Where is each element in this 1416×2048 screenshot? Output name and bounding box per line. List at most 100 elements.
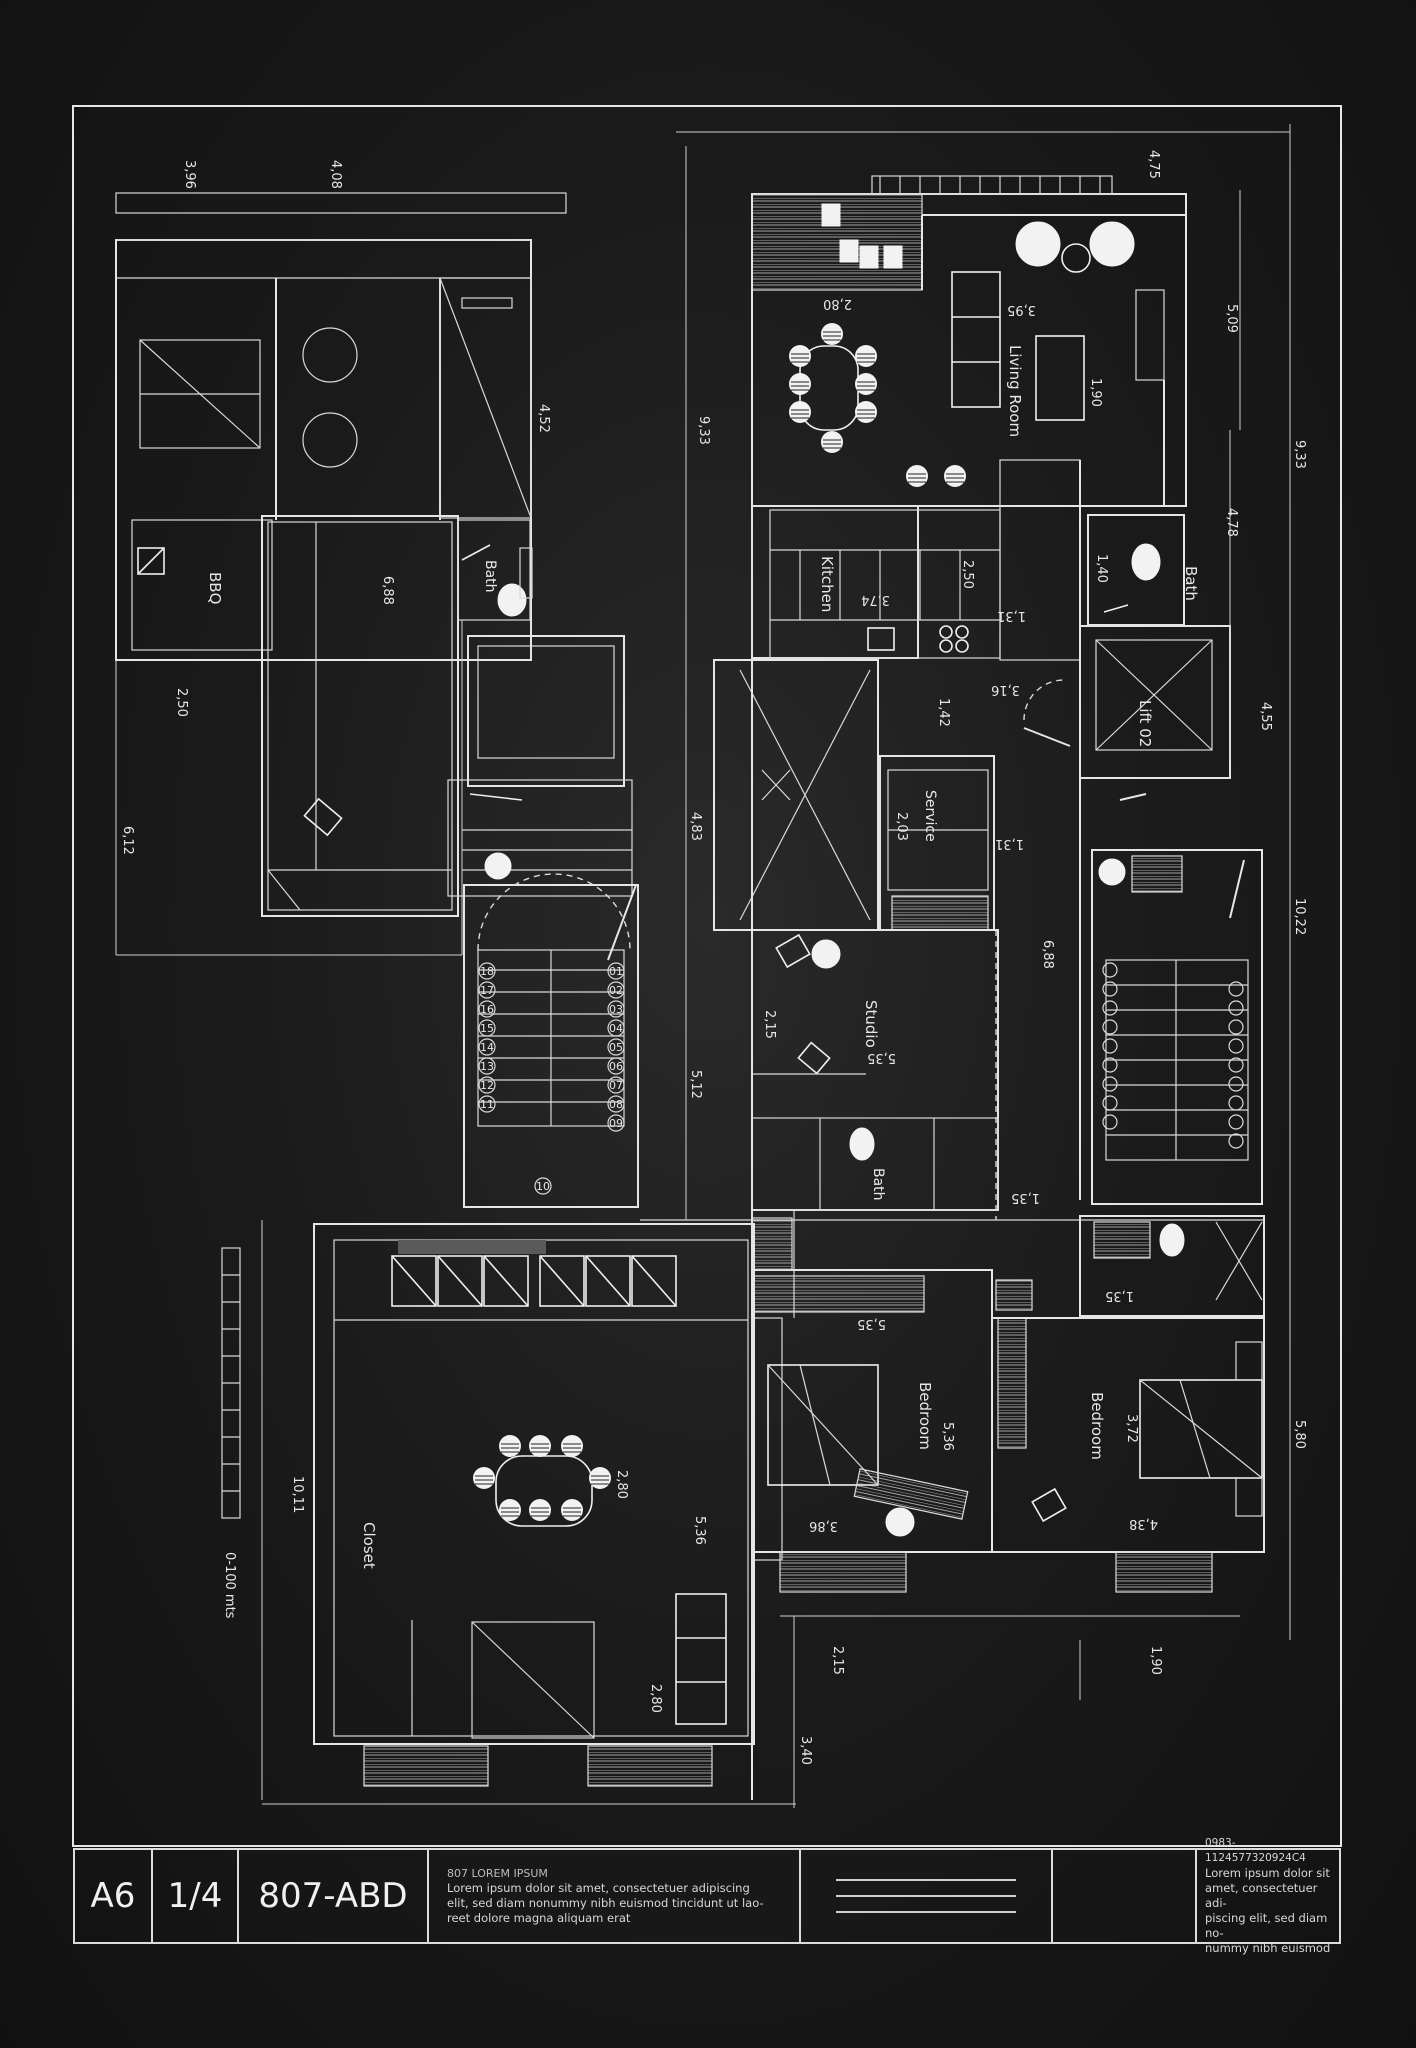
dimension: 2,80 [648, 1684, 663, 1713]
signature-line [836, 1895, 1016, 1897]
stair-step: 14 [480, 1041, 494, 1054]
dimension: 2,50 [960, 560, 975, 589]
center-block: Service Studio Bath [713, 659, 1071, 1220]
bedrooms-block: Bedroom Bedroom [751, 1215, 1265, 1593]
top-left-block: BBQ Bath [115, 192, 633, 956]
stair-step: 17 [480, 984, 494, 997]
dimension: 1,31 [997, 608, 1026, 623]
signature-line [836, 1911, 1016, 1913]
dimension: 5,36 [692, 1516, 707, 1545]
right-staircase [1091, 849, 1263, 1205]
dimension: 3,74 [861, 592, 890, 607]
left-staircase: 18 17 16 15 14 13 12 11 01 02 03 04 05 0… [463, 873, 639, 1208]
dimension: 1,42 [936, 698, 951, 727]
dimension: 9,33 [1292, 440, 1307, 469]
stair-step: 02 [609, 984, 623, 997]
stair-step: 13 [480, 1060, 494, 1073]
room-label-living-room: Living Room [1006, 345, 1024, 437]
dimension: 1,90 [1148, 1646, 1163, 1675]
dimension: 4,52 [536, 404, 551, 433]
stair-step: 15 [480, 1022, 494, 1035]
dimension: 4,08 [328, 160, 343, 189]
drawing-code: 807-ABD [239, 1850, 429, 1942]
dimension: 4,38 [1129, 1516, 1158, 1531]
dimension: 2,80 [614, 1470, 629, 1499]
room-label-bedroom-2: Bedroom [1088, 1392, 1106, 1460]
stair-step: 11 [480, 1098, 494, 1111]
dimension: 1,35 [1105, 1288, 1134, 1303]
reference-block: 0983-1124577320924C4 Lorem ipsum dolor s… [1197, 1837, 1339, 1955]
structure-lines [115, 124, 1291, 1808]
dimension: 4,78 [1224, 508, 1239, 537]
description-head: 807 LOREM IPSUM [447, 1867, 548, 1880]
signature-line [836, 1879, 1016, 1881]
room-label-bedroom-1: Bedroom [916, 1382, 934, 1450]
dimension: 3,40 [798, 1736, 813, 1765]
description-line: elit, sed diam nonummy nibh euismod tinc… [447, 1896, 764, 1910]
dimension: 4,55 [1258, 702, 1273, 731]
description-line: reet dolore magna aliquam erat [447, 1911, 631, 1925]
dimension: 3,95 [1007, 302, 1036, 317]
dimension: 3,86 [809, 1518, 838, 1533]
signature-lines [801, 1850, 1053, 1942]
reference-line: nummy nibh euismod [1205, 1941, 1331, 1955]
dimension: 3,72 [1124, 1414, 1139, 1443]
dimension-labels: 3,96 4,08 4,75 5,09 9,33 9,33 4,52 6,88 … [120, 150, 1307, 1765]
dimension: 5,35 [857, 1316, 886, 1331]
dimension: 1,35 [1011, 1190, 1040, 1205]
dimension: 2,03 [894, 812, 909, 841]
dimension: 1,90 [1088, 378, 1103, 407]
dimension: 5,12 [688, 1070, 703, 1099]
blank-cell [1053, 1850, 1197, 1942]
dimension: 3,96 [182, 160, 197, 189]
dimension: 2,50 [174, 688, 189, 717]
stair-step: 07 [609, 1079, 623, 1092]
right-bath-lift: Bath Lift 02 [1079, 514, 1231, 801]
stair-step: 09 [609, 1117, 623, 1130]
title-block: A6 1/4 807-ABD 807 LOREM IPSUM Lorem ips… [73, 1837, 1341, 1955]
dimension: 4,75 [1146, 150, 1161, 179]
dimension: 9,33 [696, 416, 711, 445]
reference-line: amet, consectetuer adi- [1205, 1881, 1318, 1910]
stair-step: 18 [480, 965, 494, 978]
stair-step: 05 [609, 1041, 623, 1054]
description-line: Lorem ipsum dolor sit amet, consectetuer… [447, 1881, 750, 1895]
dimension: 1,31 [995, 836, 1024, 851]
dimension: 2,15 [762, 1010, 777, 1039]
room-label-service: Service [922, 790, 938, 842]
room-label-studio: Studio [862, 1000, 880, 1048]
dimension: 2,15 [830, 1646, 845, 1675]
stair-step: 03 [609, 1003, 623, 1016]
room-label-bbq: BBQ [206, 572, 224, 604]
reference-line: piscing elit, sed diam no- [1205, 1911, 1328, 1940]
dimension: 6,88 [1040, 940, 1055, 969]
stair-step: 04 [609, 1022, 623, 1035]
dimension: 6,12 [120, 826, 135, 855]
sheet-number: 1/4 [153, 1850, 239, 1942]
reference-code: 0983-1124577320924C4 [1205, 1837, 1306, 1864]
stair-step: 12 [480, 1079, 494, 1092]
dimension: 10,11 [290, 1476, 305, 1513]
stair-step: 16 [480, 1003, 494, 1016]
room-label-bath-1: Bath [482, 560, 498, 593]
dimension: 10,22 [1292, 898, 1307, 935]
dimension: 5,09 [1224, 304, 1239, 333]
scale-label: 0-100 mts [222, 1552, 237, 1619]
room-label-lift: Lift 02 [1136, 700, 1154, 747]
room-label-kitchen: Kitchen [818, 556, 836, 612]
stair-step: 06 [609, 1060, 623, 1073]
closet-dining-block: Closet 0-100 mts [221, 1223, 755, 1787]
dimension: 1,40 [1094, 554, 1109, 583]
stair-step: 08 [609, 1098, 623, 1111]
dimension: 4,83 [688, 812, 703, 841]
dimension: 5,36 [940, 1422, 955, 1451]
room-label-closet: Closet [360, 1522, 378, 1569]
stair-step: 01 [609, 965, 623, 978]
dimension: 2,80 [823, 296, 852, 311]
sheet-size: A6 [75, 1850, 153, 1942]
dimension: 6,88 [380, 576, 395, 605]
dimension: 5,35 [867, 1050, 896, 1065]
room-label-bath-2: Bath [1182, 566, 1200, 601]
living-kitchen-block: Living Room Kitchen [751, 175, 1187, 1200]
